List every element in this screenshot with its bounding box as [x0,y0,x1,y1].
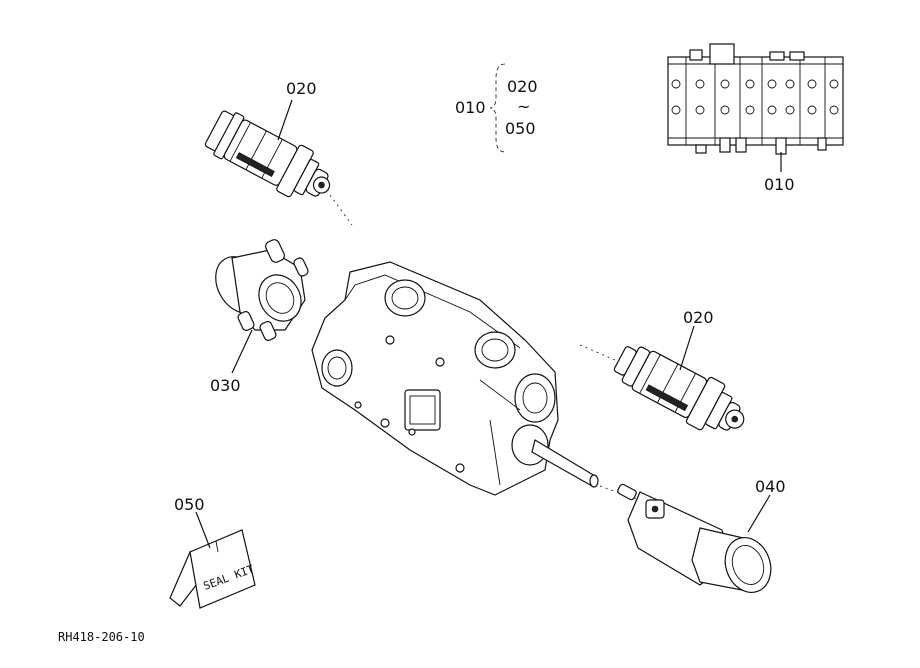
inset-valve-block[interactable] [667,43,844,155]
callout-020-right: 020 [683,308,714,327]
callout-line-050 [195,511,211,549]
callout-line-040 [747,494,771,533]
callout-020-top: 020 [286,79,317,98]
callout-040: 040 [755,477,786,496]
part-020-top-cartridge[interactable] [202,105,341,212]
part-040-cap[interactable] [617,483,779,598]
drawing-code: RH418-206-10 [58,630,145,644]
valve-body[interactable] [311,261,559,496]
range-sep-label: ~ [517,97,530,116]
leader-dash [599,485,641,501]
callout-line-030 [231,329,253,374]
spool-shaft[interactable] [531,439,599,488]
range-to-label: 050 [505,119,536,138]
part-050-seal-kit[interactable]: SEAL KIT [169,529,256,609]
range-bracket: 010 020 ~ 050 [455,63,538,153]
callout-line-020-right [679,325,695,371]
part-030-flange[interactable] [206,238,309,342]
part-020-right-cartridge[interactable] [608,335,755,446]
range-main-label: 010 [455,98,486,117]
range-from-label: 020 [507,77,538,96]
leader-dash [329,194,353,226]
callout-010-inset: 010 [764,175,795,194]
callout-030: 030 [210,376,241,395]
callout-050: 050 [174,495,205,514]
leader-dash [579,344,616,361]
callout-line-020-top [277,99,293,141]
